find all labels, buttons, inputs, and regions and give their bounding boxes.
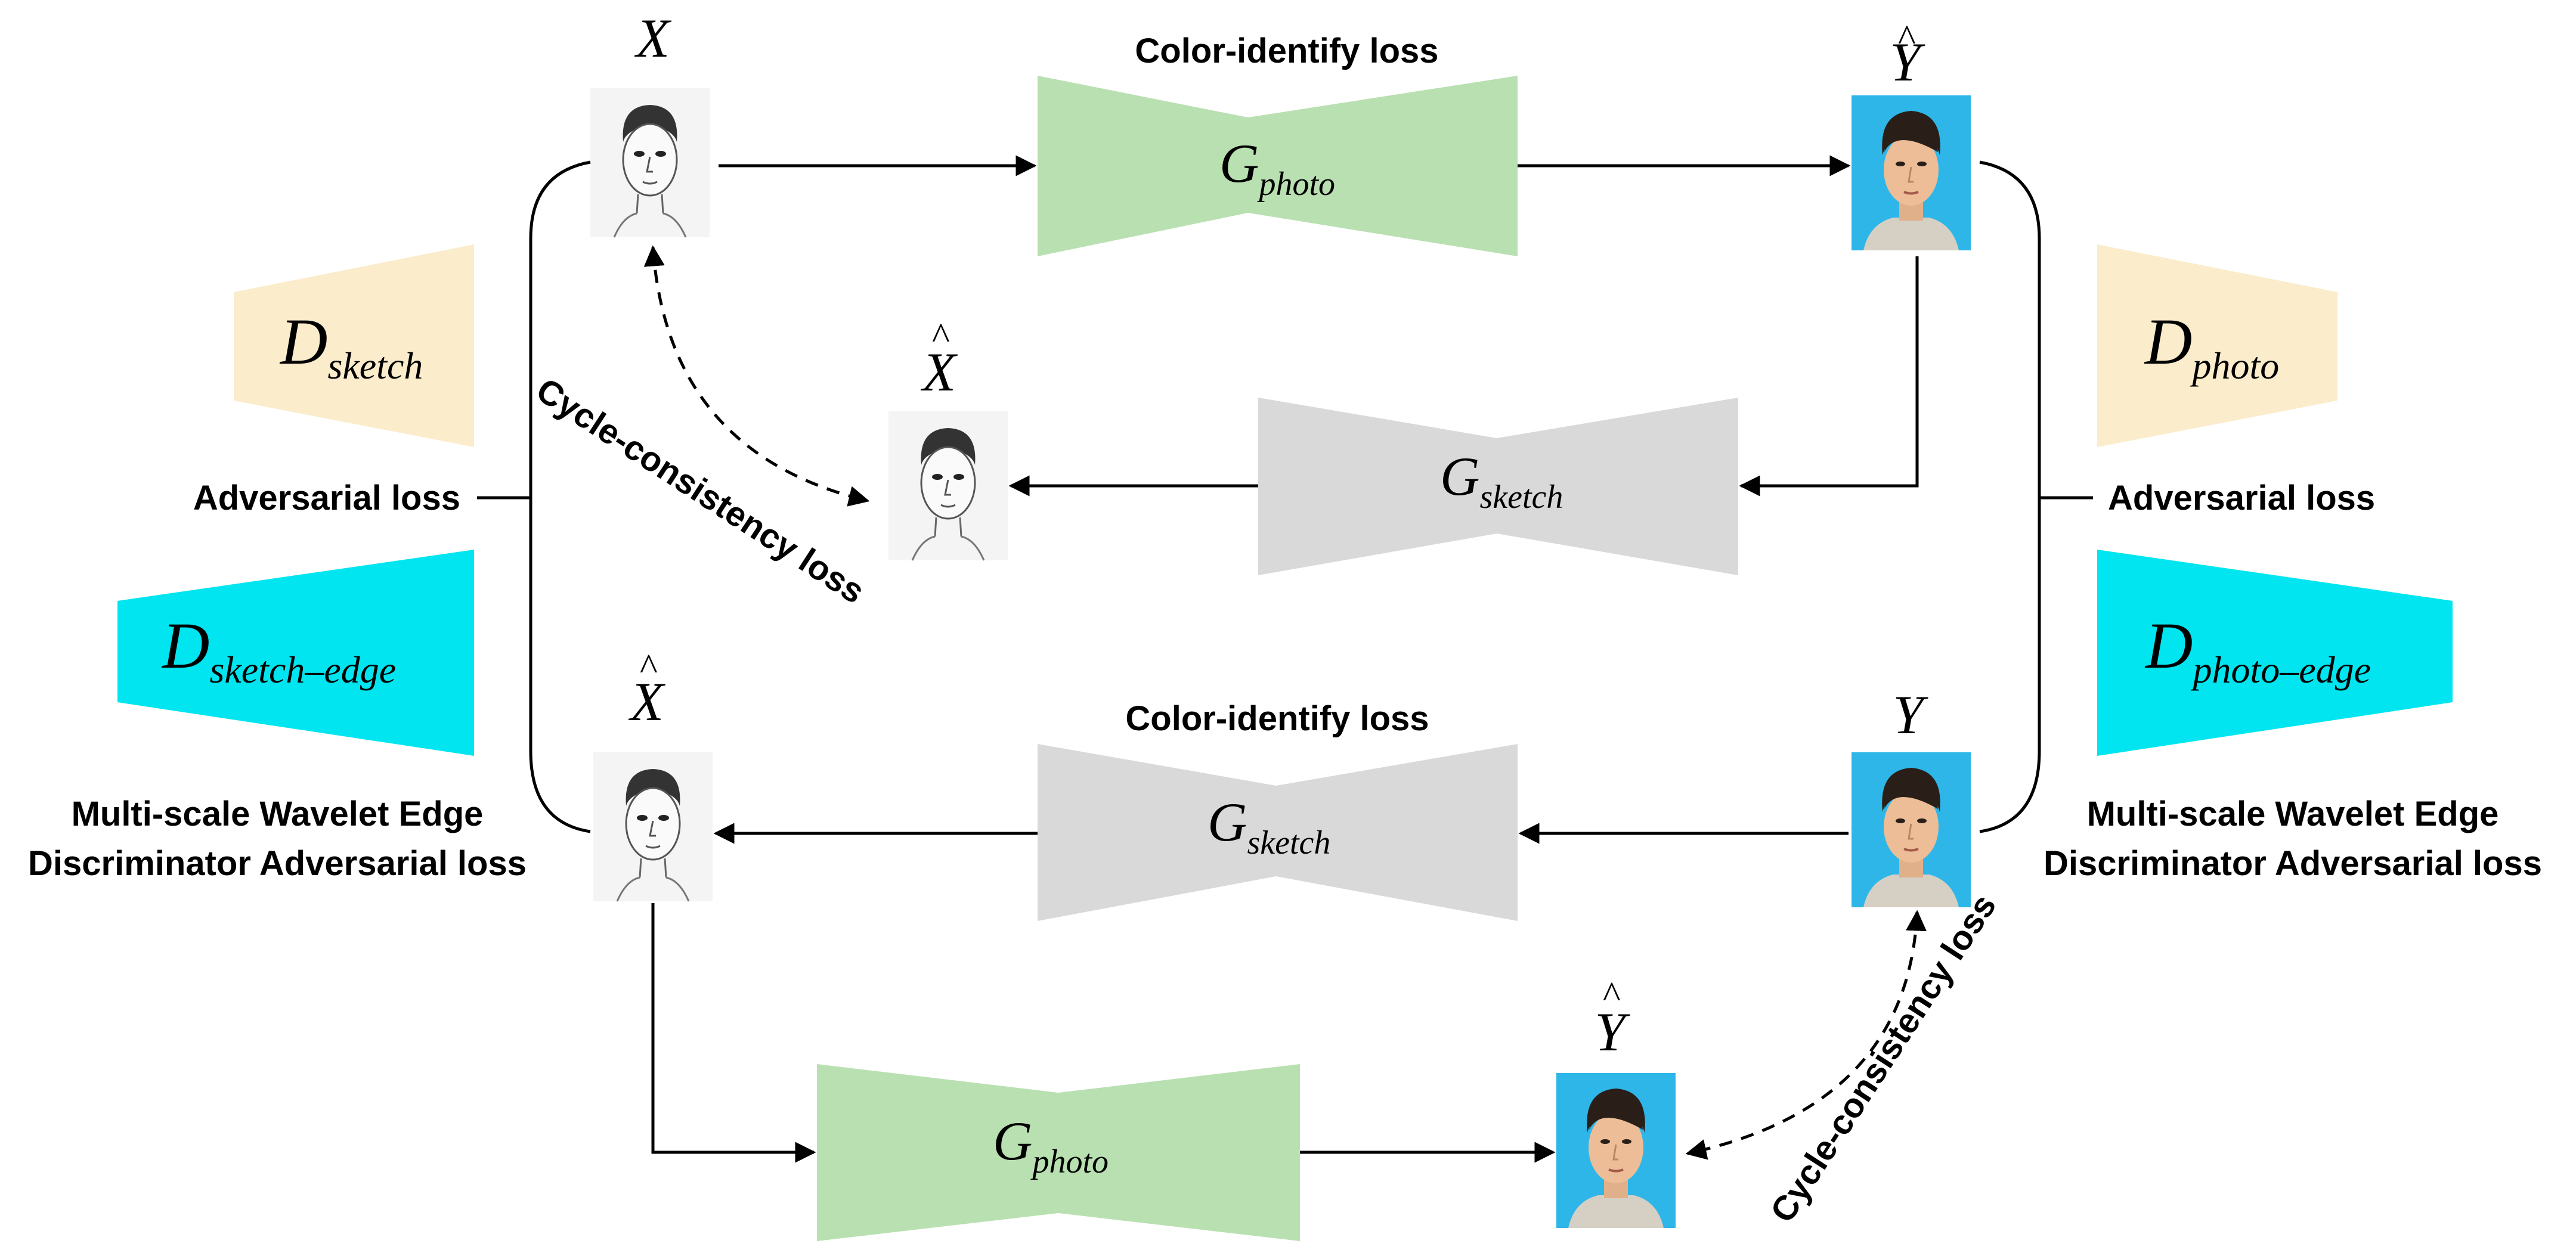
generator-photo-bottom-label: Gphoto <box>993 1111 1109 1180</box>
edge-discriminator-photo-shape <box>2097 550 2453 756</box>
edge-loss-right-line2: Discriminator Adversarial loss <box>2044 844 2542 883</box>
photo-face-icon <box>1850 751 1972 908</box>
edge-discriminator-photo-label: Dphoto–edge <box>2144 609 2371 691</box>
edge-discriminator-sketch-label: Dsketch–edge <box>161 609 396 691</box>
generator-sketch-bottom-group: Gsketch <box>1038 744 1518 921</box>
generator-photo-top-label: Gphoto <box>1219 133 1335 203</box>
color-identify-loss-bottom: Color-identify loss <box>1125 699 1429 738</box>
symbol-x-top: X <box>634 8 672 69</box>
symbol-y-bottom: Y <box>1893 684 1928 745</box>
adversarial-loss-left: Adversarial loss <box>193 479 460 517</box>
symbol-x-hat-bottom: ^ X <box>628 646 666 732</box>
symbol-main: X <box>628 671 666 732</box>
symbol-main: X <box>634 8 672 69</box>
edge-discriminator-photo: Dphoto–edge <box>2097 550 2453 756</box>
discriminator-sketch: Dsketch <box>234 244 474 447</box>
sketch-face-icon <box>589 87 711 238</box>
generator-photo-bottom-group: Gphoto <box>817 1064 1300 1241</box>
connectors <box>477 155 2093 1163</box>
symbol-y-hat-top: ^ Y <box>1890 17 1925 92</box>
dashed-cycle-top <box>643 245 870 507</box>
generator-sketch-bottom-label: Gsketch <box>1208 792 1330 861</box>
symbol-hat: ^ <box>1602 973 1621 1016</box>
symbol-main: X <box>920 342 958 402</box>
discriminator-photo: Dphoto <box>2097 244 2337 447</box>
cycle-consistency-loss-bottom: Cycle-consistency loss <box>1763 888 2004 1229</box>
symbol-main: Y <box>1890 32 1925 92</box>
edge-loss-left-line2: Discriminator Adversarial loss <box>28 844 527 883</box>
sketch-face-icon <box>592 751 714 903</box>
edge-loss-right-line1: Multi-scale Wavelet Edge <box>2087 795 2499 833</box>
edge-loss-left-line1: Multi-scale Wavelet Edge <box>72 795 484 833</box>
symbol-hat: ^ <box>639 646 658 688</box>
symbol-hat: ^ <box>1897 17 1916 59</box>
generator-sketch-middle-label: Gsketch <box>1440 446 1563 516</box>
edge-discriminator-sketch: Dsketch–edge <box>117 550 474 756</box>
discriminator-sketch-label: Dsketch <box>279 305 423 387</box>
sketch-face-icon <box>887 410 1009 562</box>
cycle-consistency-loss-top: Cycle-consistency loss <box>530 370 871 611</box>
symbol-y-hat-bottom: ^ Y <box>1594 973 1630 1062</box>
dashed-cycle-bottom <box>1685 910 1927 1160</box>
adversarial-loss-right: Adversarial loss <box>2108 479 2375 517</box>
generator-sketch-middle-shape <box>1258 398 1738 575</box>
photo-face-icon <box>1850 94 1972 252</box>
symbol-hat: ^ <box>931 315 950 357</box>
generator-sketch-bottom-shape <box>1038 744 1518 921</box>
generator-sketch-middle-group: Gsketch <box>1258 398 1738 575</box>
symbol-main: Y <box>1594 1001 1630 1062</box>
discriminator-photo-shape <box>2097 244 2337 447</box>
discriminator-photo-label: Dphoto <box>2144 305 2279 387</box>
photo-face-icon <box>1555 1072 1677 1229</box>
generator-photo-top-shape <box>1038 76 1518 256</box>
generator-photo-bottom-shape <box>817 1064 1300 1241</box>
generator-photo-top: Gphoto <box>1038 76 1518 256</box>
discriminator-sketch-shape <box>234 244 474 447</box>
arrow-xhat-to-gphoto <box>651 903 816 1163</box>
color-identify-loss-top: Color-identify loss <box>1135 32 1438 70</box>
symbol-main: Y <box>1893 684 1928 745</box>
right-bracket-line <box>1979 160 2041 833</box>
left-bracket-line <box>529 160 591 833</box>
edge-discriminator-sketch-shape <box>117 550 474 756</box>
arrow-yhat-to-gsketch <box>1739 256 1919 497</box>
symbol-x-hat-middle: ^ X <box>920 315 958 402</box>
